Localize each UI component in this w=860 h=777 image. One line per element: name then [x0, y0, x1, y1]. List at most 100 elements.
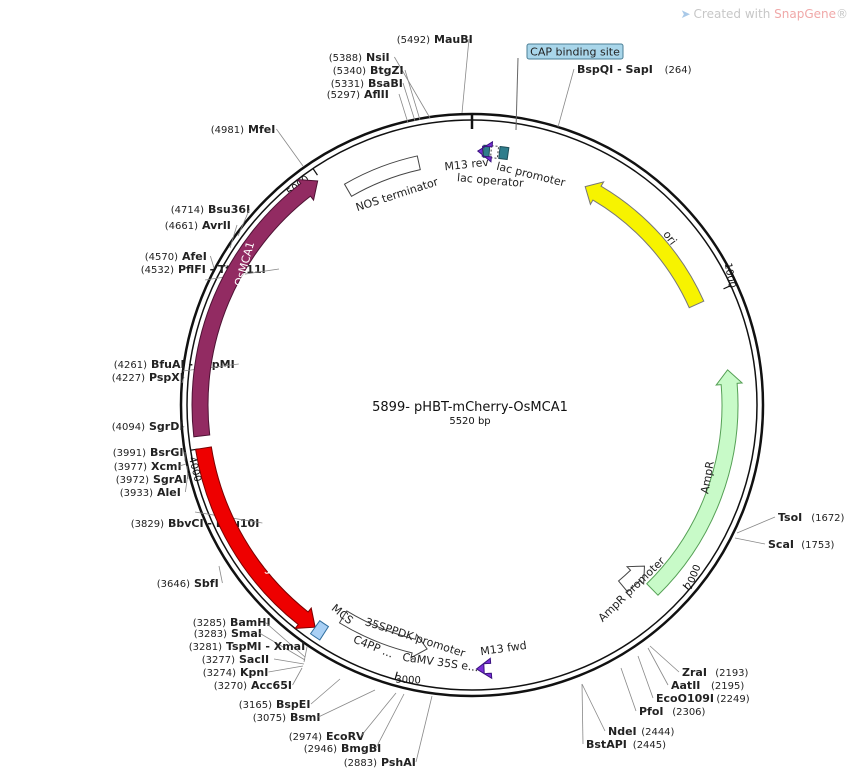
mcherry-arrow — [194, 446, 316, 630]
site-leader-line — [210, 255, 215, 269]
camv-35s-label: CaMV 35S e... — [402, 651, 480, 675]
site-leader-line — [415, 695, 433, 763]
site-leader-line — [310, 678, 341, 705]
site-leader-line — [182, 425, 185, 429]
site-position-label: (3977) — [114, 462, 147, 473]
plasmid-name: 5899- pHBT-mCherry-OsMCA1 — [372, 400, 568, 415]
site-name-label: EcoO109I — [656, 692, 714, 705]
site-leader-line — [259, 632, 306, 661]
site-position-label: (1753) — [801, 540, 834, 551]
site-position-label: (5340) — [333, 66, 366, 77]
site-position-label: (3285) — [193, 618, 226, 629]
site-position-label: (4227) — [112, 373, 145, 384]
site-position-label: (3165) — [239, 700, 272, 711]
site-name-label: AfeI — [182, 250, 207, 263]
site-position-label: (3829) — [131, 519, 164, 530]
site-position-label: (3933) — [120, 488, 153, 499]
site-name-label: ScaI — [768, 538, 794, 551]
tick-mark — [394, 671, 398, 680]
plasmid-length: 5520 bp — [449, 416, 490, 427]
ampr-label: AmpR — [698, 460, 717, 495]
site-name-label: AleI — [157, 486, 181, 499]
site-position-label: (5331) — [331, 79, 364, 90]
site-leader-line — [394, 56, 431, 119]
site-position-label: (4532) — [141, 265, 174, 276]
site-name-label: PflFI - Tth111I — [178, 263, 266, 276]
site-name-label: AatII — [671, 679, 700, 692]
site-name-label: BsaBI — [368, 77, 403, 90]
site-position-label: (2974) — [289, 732, 322, 743]
site-position-label: (3274) — [203, 668, 236, 679]
restriction-site-layer: MauBI(5492)NsiI(5388)BtgZI(5340)BsaBI(53… — [112, 33, 845, 769]
ampr-arrow — [646, 369, 744, 596]
site-name-label: MauBI — [434, 33, 473, 46]
m13-rev-label: M13 rev — [444, 156, 490, 174]
site-name-label: BmgBI — [341, 742, 381, 755]
site-name-label: AvrII — [202, 219, 231, 232]
m13-fwd-primer — [475, 657, 493, 680]
cap-binding-site-box — [526, 43, 624, 60]
site-leader-line — [181, 376, 185, 384]
site-name-label: BsrGI — [150, 446, 183, 459]
site-position-label: (4981) — [211, 125, 244, 136]
site-leader-line — [404, 69, 421, 121]
site-position-label: (5388) — [329, 53, 362, 64]
site-name-label: Bsu36I — [208, 203, 250, 216]
site-name-label: ZraI — [682, 666, 707, 679]
site-name-label: BamHI — [230, 616, 271, 629]
site-position-label: (3972) — [116, 475, 149, 486]
m13-rev-primer — [476, 140, 494, 163]
site-leader-line — [273, 658, 305, 665]
site-position-label: (3991) — [113, 448, 146, 459]
watermark-prefix: Created with — [693, 7, 775, 21]
cap-binding-site-label: CAP binding site — [530, 46, 620, 59]
site-leader-line — [581, 683, 606, 732]
site-position-label: (2946) — [304, 744, 337, 755]
tick-mark — [312, 168, 318, 176]
site-position-label: (5297) — [327, 90, 360, 101]
site-position-label: (264) — [665, 65, 692, 76]
site-leader-line — [218, 565, 223, 584]
site-position-label: (2444) — [641, 727, 674, 738]
tick-mark — [723, 284, 732, 290]
site-position-label: (4570) — [145, 252, 178, 263]
site-name-label: SgrAI — [153, 473, 187, 486]
site-name-label: BbvCI - Bpu10I — [168, 517, 259, 530]
site-name-label: XcmI — [151, 460, 182, 473]
site-leader-line — [649, 645, 680, 673]
site-name-label: SbfI — [194, 577, 219, 590]
site-leader-line — [375, 693, 405, 749]
site-position-label: (4661) — [165, 221, 198, 232]
site-name-label: EcoRV — [326, 730, 365, 743]
site-leader-line — [557, 68, 575, 128]
site-leader-line — [734, 537, 766, 545]
site-position-label: (3646) — [157, 579, 190, 590]
site-name-label: BspEI — [276, 698, 310, 711]
tick-mark — [682, 584, 690, 591]
ampr-promoter-arrow — [617, 565, 646, 593]
site-leader-line — [268, 665, 304, 673]
feature-layer — [191, 140, 744, 680]
site-name-label: SgrDI — [149, 420, 183, 433]
site-leader-line — [237, 208, 250, 237]
site-leader-line — [276, 128, 304, 167]
site-position-label: (2445) — [633, 740, 666, 751]
site-position-label: (4094) — [112, 422, 145, 433]
site-name-label: TsoI — [778, 511, 802, 524]
tick-label: 1000 — [722, 262, 737, 289]
cap-site-leader — [515, 57, 519, 131]
site-position-label: (3277) — [202, 655, 235, 666]
site-leader-line — [637, 655, 654, 699]
site-name-label: SacII — [239, 653, 269, 666]
site-name-label: BfuAI - BspMI — [151, 358, 235, 371]
site-position-label: (2883) — [344, 758, 377, 769]
site-name-label: NsiI — [366, 51, 390, 64]
site-name-label: TspMI - XmaI — [226, 640, 305, 653]
site-position-label: (3270) — [214, 681, 247, 692]
ori-arrow — [584, 181, 705, 309]
site-leader-line — [581, 683, 584, 745]
site-leader-line — [303, 645, 308, 663]
site-position-label: (2195) — [711, 681, 744, 692]
site-leader-line — [620, 667, 637, 712]
